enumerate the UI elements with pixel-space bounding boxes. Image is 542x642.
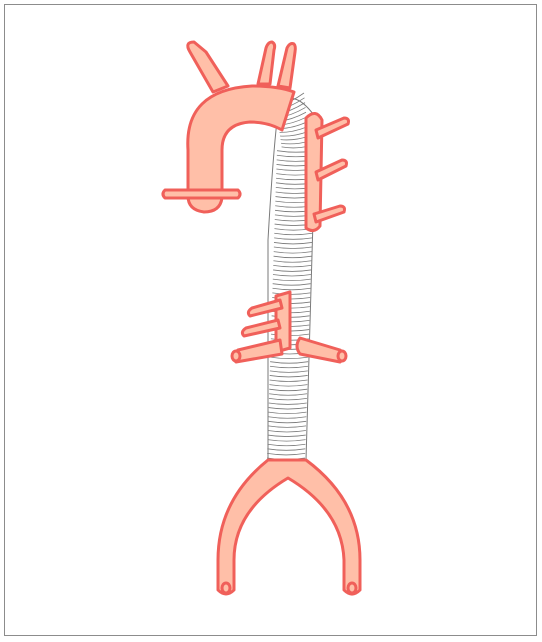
right-iliac-opening [348,583,356,593]
iliac-bifurcation [218,460,360,594]
brachiocephalic-branch [188,42,228,92]
arteries [163,42,360,594]
right-renal-artery-opening [338,351,346,361]
left-subclavian-branch [278,44,295,89]
left-carotid-branch [258,42,275,84]
root-branch [163,190,240,198]
left-iliac-opening [222,583,230,593]
left-renal-artery-opening [232,351,240,361]
